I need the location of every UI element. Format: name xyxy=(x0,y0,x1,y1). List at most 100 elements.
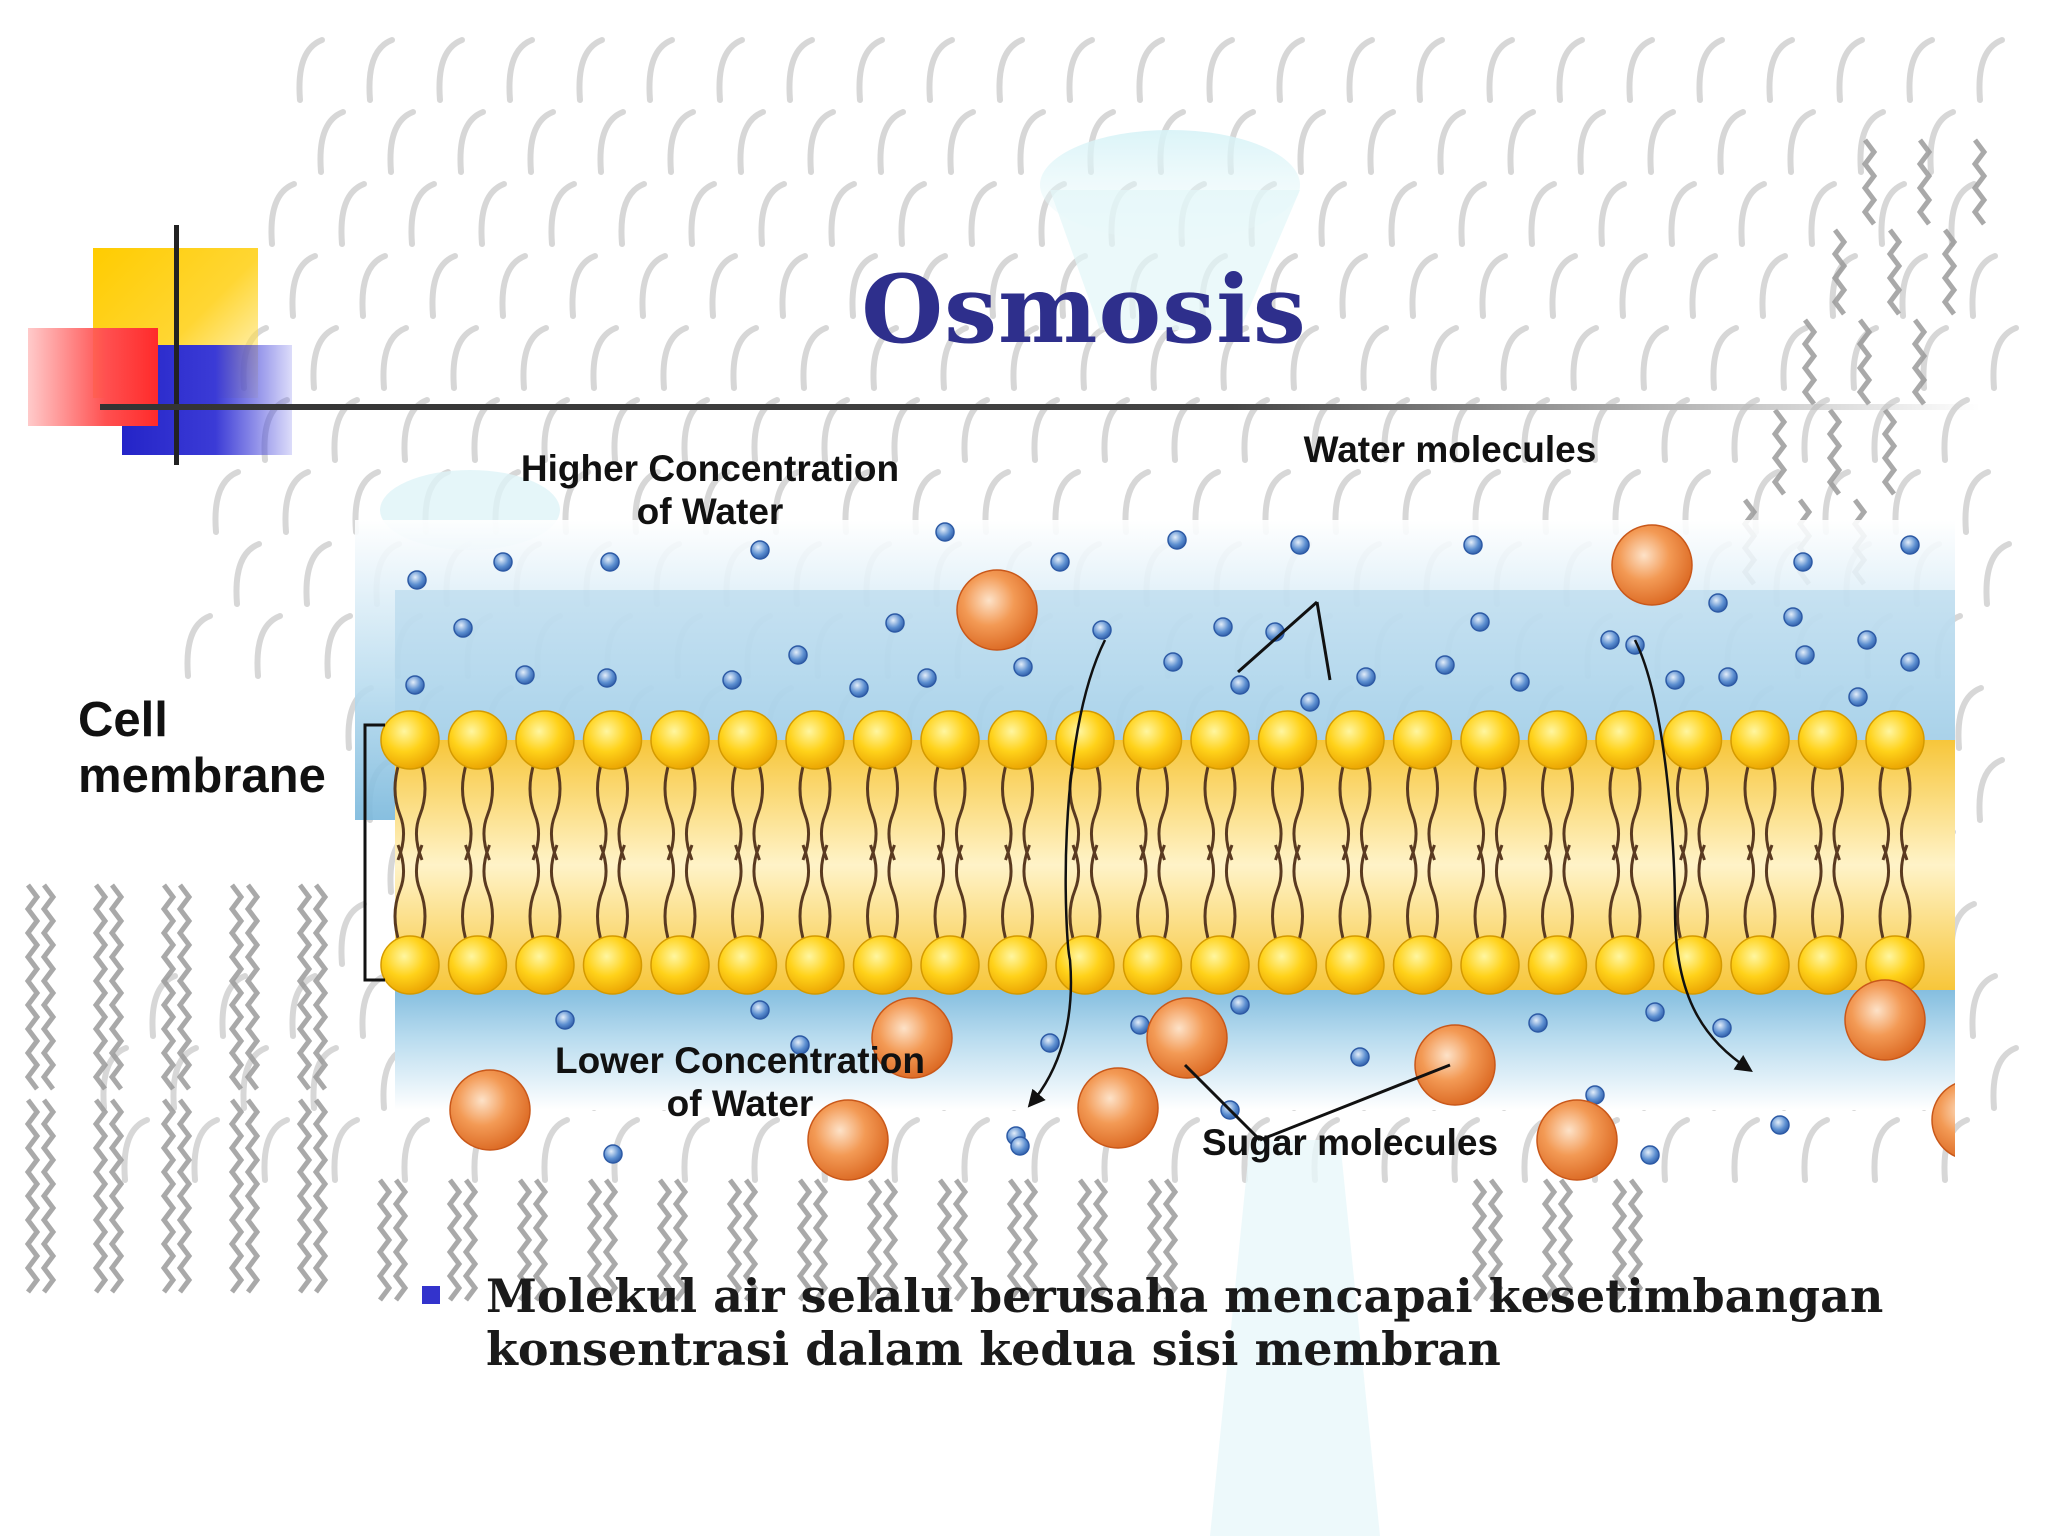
water-molecule xyxy=(597,668,617,688)
lipid-head xyxy=(1392,710,1453,770)
zigzag-squiggle xyxy=(376,1178,393,1302)
water-molecule xyxy=(1470,612,1490,632)
scallop-arc xyxy=(1647,109,1676,175)
zigzag-squiggle xyxy=(1092,1178,1109,1302)
sugar-molecule xyxy=(1611,524,1693,606)
zigzag-squiggle xyxy=(952,1178,969,1302)
scallop-arc xyxy=(1619,253,1648,319)
zigzag-squiggle xyxy=(1856,318,1873,406)
lipid-tail xyxy=(1630,844,1642,946)
lipid-tail xyxy=(1900,759,1912,861)
scallop-arc xyxy=(1871,1117,1900,1183)
lipid-tail xyxy=(1562,844,1574,946)
scallop-arc xyxy=(1836,37,1865,103)
scallop-arc xyxy=(1080,325,1109,391)
scallop-arc xyxy=(121,1117,150,1183)
lipid-tail xyxy=(393,759,405,861)
lipid-head xyxy=(582,710,643,770)
water-molecule xyxy=(1010,1136,1030,1156)
lipid-head xyxy=(1325,935,1385,995)
zigzag-squiggle xyxy=(228,1098,245,1294)
lipid-tail xyxy=(1157,844,1169,946)
scallop-arc xyxy=(450,325,479,391)
lipid-tail xyxy=(1136,759,1148,861)
sugar-molecule xyxy=(807,1099,889,1181)
zigzag-squiggle xyxy=(108,883,125,1091)
water-molecule xyxy=(493,552,513,572)
lipid-head xyxy=(987,935,1048,995)
scallop-arc xyxy=(611,397,640,463)
scallop-arc xyxy=(1640,325,1669,391)
scallop-arc xyxy=(1857,109,1886,175)
scallop-arc xyxy=(1927,109,1956,175)
lipid-tail xyxy=(1090,759,1102,861)
lipid-head xyxy=(380,710,440,770)
scallop-arc xyxy=(1731,397,1760,463)
zigzag-squiggle xyxy=(1471,1178,1488,1302)
lipid-head xyxy=(852,710,913,770)
lipid-head xyxy=(447,710,508,770)
water-molecule xyxy=(603,1144,623,1164)
scallop-arc xyxy=(338,901,367,967)
zigzag-squiggle xyxy=(1006,1178,1023,1302)
scallop-arc xyxy=(380,325,409,391)
zigzag-squiggle xyxy=(108,1098,125,1294)
water-molecule xyxy=(1510,672,1530,692)
water-molecule xyxy=(453,618,473,638)
scallop-arc xyxy=(996,37,1025,103)
scallop-arc xyxy=(786,37,815,103)
scallop-arc xyxy=(212,469,241,535)
lipid-head xyxy=(380,935,440,995)
sugar-molecule xyxy=(956,569,1038,651)
lipid-head xyxy=(852,935,913,995)
lipid-tail xyxy=(1473,844,1485,946)
scallop-arc xyxy=(807,109,836,175)
lipid-tail xyxy=(1900,844,1912,946)
water-molecule xyxy=(1013,657,1033,677)
lipid-head xyxy=(1122,710,1183,770)
lipid-tail xyxy=(617,759,629,861)
lipid-head xyxy=(717,935,778,995)
lipid-head xyxy=(1527,935,1588,995)
lipid-tail xyxy=(866,844,878,946)
lipid-tail xyxy=(820,844,832,946)
lipid-head xyxy=(1865,710,1925,770)
scallop-arc xyxy=(436,37,465,103)
zigzag-squiggle xyxy=(1861,138,1878,226)
sugar-molecule xyxy=(1146,997,1228,1079)
lipid-tail xyxy=(393,844,405,946)
scallop-arc xyxy=(296,37,325,103)
scallop-arc xyxy=(289,973,318,1039)
zigzag-squiggle xyxy=(1162,1178,1179,1302)
scallop-arc xyxy=(1416,37,1445,103)
osmosis-arrow-left xyxy=(1027,639,1107,1108)
lipid-head xyxy=(515,710,575,770)
lipid-head xyxy=(650,710,710,770)
scallop-arc xyxy=(324,613,353,679)
zigzag-squiggle xyxy=(296,1098,313,1294)
scallop-arc xyxy=(800,325,829,391)
lipid-head xyxy=(1190,935,1250,995)
zigzag-squiggle xyxy=(24,1098,41,1294)
scallop-arc xyxy=(1150,325,1179,391)
scallop-arc xyxy=(233,541,262,607)
sugar-molecule xyxy=(1414,1024,1496,1106)
scallop-arc xyxy=(1990,1045,2019,1111)
zigzag-squiggle xyxy=(40,1098,57,1294)
lipid-tail xyxy=(1811,759,1823,861)
water-molecule xyxy=(1718,667,1738,687)
scallop-arc xyxy=(1360,325,1389,391)
zigzag-squiggle xyxy=(1881,408,1898,496)
lipid-tail xyxy=(1090,844,1102,946)
lipid-tail xyxy=(617,844,629,946)
label-water-molecules: Water molecules xyxy=(1303,429,1597,470)
zigzag-squiggle xyxy=(1541,1178,1558,1302)
scallop-arc xyxy=(1290,325,1319,391)
scallop-arc xyxy=(338,181,367,247)
zigzag-squiggle xyxy=(1146,1178,1163,1302)
sugar-pointer-right xyxy=(1259,1063,1451,1142)
lipid-tail xyxy=(1878,844,1890,946)
water-molecule xyxy=(1290,535,1310,555)
scallop-arc xyxy=(506,37,535,103)
lipid-head xyxy=(1460,935,1520,995)
